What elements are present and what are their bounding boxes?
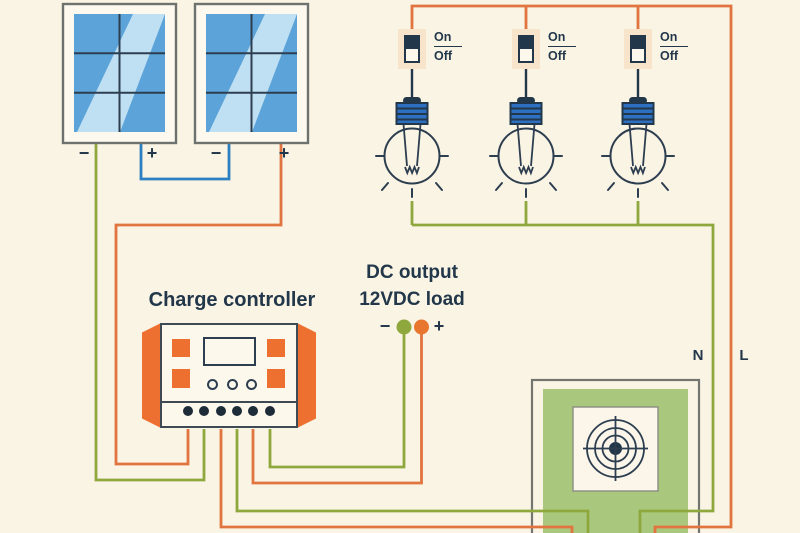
charge-controller (160, 323, 298, 428)
light-bulb-2-icon (489, 96, 563, 198)
wire-live-bus (410, 4, 733, 533)
charge-controller-title: Charge controller (148, 289, 316, 311)
controller-button-1[interactable] (207, 379, 218, 390)
controller-block (267, 369, 285, 388)
wire-solar-negative (94, 143, 206, 482)
controller-right-wing (297, 323, 316, 428)
switch-off-label: Off (660, 49, 679, 63)
switch-2-toggle[interactable] (518, 35, 534, 63)
terminal-1 (183, 406, 193, 416)
wire-dc-load-positive (251, 330, 423, 485)
light-bulb-3-icon (601, 96, 675, 198)
controller-block (267, 339, 285, 357)
wire-dc-load-negative (268, 330, 406, 469)
switch-on-label: On (548, 30, 576, 47)
switch-2-body (512, 29, 540, 69)
wire-battery-positive (219, 429, 574, 533)
terminal-3 (216, 406, 226, 416)
controller-button-3[interactable] (246, 379, 257, 390)
terminal-4 (232, 406, 242, 416)
terminal-2 (199, 406, 209, 416)
solar-panel-1 (61, 2, 178, 145)
switch-2: On Off (512, 29, 578, 71)
switch-on-label: On (434, 30, 462, 47)
wire-battery-negative (235, 429, 590, 533)
switch-off-label: Off (548, 49, 567, 63)
neutral-label: N (692, 347, 704, 364)
wire-switch-to-bulb (410, 68, 640, 100)
switch-1-labels: On Off (434, 30, 462, 63)
panel2-negative-sign: − (210, 143, 222, 163)
controller-terminal-strip (162, 401, 296, 426)
switch-1: On Off (398, 29, 464, 71)
dc-negative-sign: − (379, 316, 391, 336)
switch-2-labels: On Off (548, 30, 576, 63)
dc-output-title: DC output 12VDC load (342, 259, 482, 313)
dc-positive-sign: + (433, 316, 445, 336)
switch-off-label: Off (434, 49, 453, 63)
electric-meter (530, 378, 701, 533)
terminal-6 (265, 406, 275, 416)
live-label: L (739, 347, 749, 364)
controller-left-wing (142, 323, 161, 428)
dc-negative-terminal (396, 319, 412, 335)
switch-3-labels: On Off (660, 30, 688, 63)
meter-target-icon (583, 416, 648, 481)
wire-solar-positive (114, 143, 283, 466)
solar-panel-2 (193, 2, 310, 145)
dc-output-line1: DC output (366, 262, 458, 283)
panel1-positive-sign: + (146, 143, 158, 163)
switch-1-body (398, 29, 426, 69)
light-bulb-1-icon (375, 96, 449, 198)
switch-3-toggle[interactable] (630, 35, 646, 63)
controller-display (203, 337, 256, 366)
dc-positive-terminal (414, 319, 429, 335)
switch-on-label: On (660, 30, 688, 47)
terminal-5 (248, 406, 258, 416)
switch-1-toggle[interactable] (404, 35, 420, 63)
panel1-negative-sign: − (78, 143, 90, 163)
wire-series-bridge (139, 143, 231, 181)
controller-block (172, 369, 190, 388)
switch-3: On Off (624, 29, 690, 71)
panel2-positive-sign: + (278, 143, 290, 163)
dc-output-line2: 12VDC load (359, 289, 465, 310)
wire-neutral-bus (410, 201, 715, 533)
controller-button-2[interactable] (227, 379, 238, 390)
meter-outer-box (530, 378, 701, 533)
controller-block (172, 339, 190, 357)
switch-3-body (624, 29, 652, 69)
